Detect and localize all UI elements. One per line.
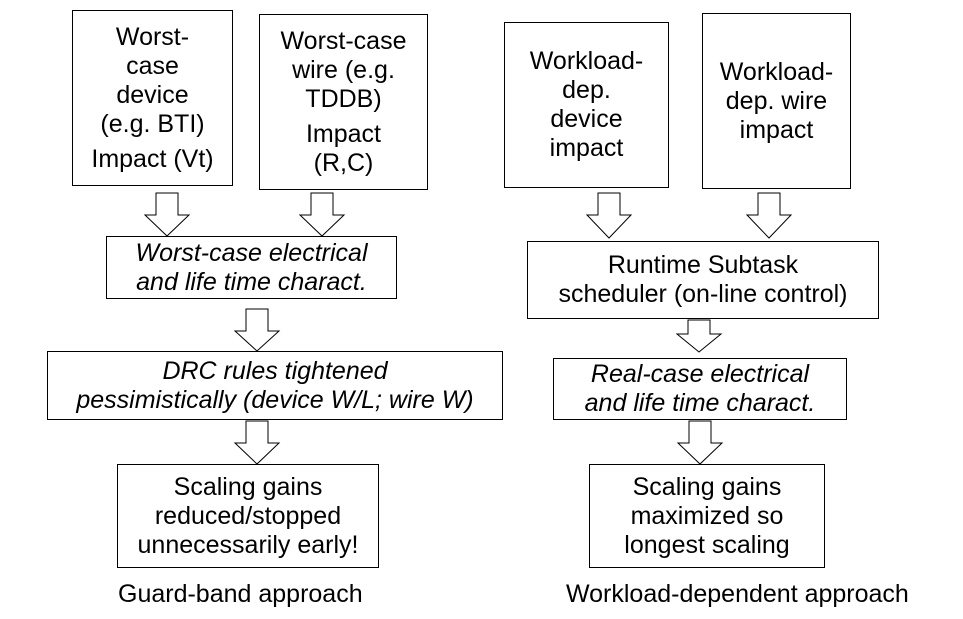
guard-band-caption: Guard-band approach bbox=[118, 580, 363, 608]
workload-wire-text: Workload- dep. wire impact bbox=[719, 57, 834, 144]
real-case-charact-text: Real-case electrical and life time chara… bbox=[584, 360, 816, 417]
workload-wire-box: Workload- dep. wire impact bbox=[702, 13, 851, 189]
drc-rules-text: DRC rules tightened pessimistically (dev… bbox=[76, 356, 474, 414]
guard-band-result-box: Scaling gains reduced/stopped unnecessar… bbox=[117, 464, 379, 568]
worst-case-charact-box: Worst-case electrical and life time char… bbox=[106, 236, 397, 299]
worst-case-wire-impact: Impact (R,C) bbox=[305, 119, 381, 177]
runtime-scheduler-box: Runtime Subtask scheduler (on-line contr… bbox=[527, 241, 879, 319]
arrow-down-icon bbox=[675, 319, 723, 353]
worst-case-charact-text: Worst-case electrical and life time char… bbox=[135, 238, 368, 296]
arrow-down-icon bbox=[233, 308, 281, 352]
workload-device-box: Workload- dep. device impact bbox=[504, 22, 669, 188]
worst-case-device-impact: Impact (Vt) bbox=[91, 144, 214, 173]
worst-case-device-text: Worst- case device (e.g. BTI) bbox=[100, 22, 205, 138]
workload-caption: Workload-dependent approach bbox=[566, 580, 909, 608]
worst-case-device-box: Worst- case device (e.g. BTI) Impact (Vt… bbox=[72, 10, 233, 186]
drc-rules-box: DRC rules tightened pessimistically (dev… bbox=[47, 351, 503, 420]
arrow-down-icon bbox=[298, 192, 346, 237]
arrow-down-icon bbox=[745, 192, 793, 239]
arrow-down-icon bbox=[676, 420, 724, 465]
arrow-down-icon bbox=[233, 420, 281, 465]
arrow-down-icon bbox=[585, 192, 633, 239]
workload-result-text: Scaling gains maximized so longest scali… bbox=[624, 472, 790, 559]
worst-case-wire-box: Worst-case wire (e.g. TDDB) Impact (R,C) bbox=[259, 14, 428, 190]
guard-band-result-text: Scaling gains reduced/stopped unnecessar… bbox=[137, 472, 359, 559]
workload-device-text: Workload- dep. device impact bbox=[529, 47, 644, 162]
runtime-scheduler-text: Runtime Subtask scheduler (on-line contr… bbox=[558, 251, 848, 308]
arrow-down-icon bbox=[143, 192, 191, 237]
workload-result-box: Scaling gains maximized so longest scali… bbox=[589, 464, 825, 568]
worst-case-wire-text: Worst-case wire (e.g. TDDB) bbox=[280, 26, 407, 113]
real-case-charact-box: Real-case electrical and life time chara… bbox=[553, 358, 847, 420]
